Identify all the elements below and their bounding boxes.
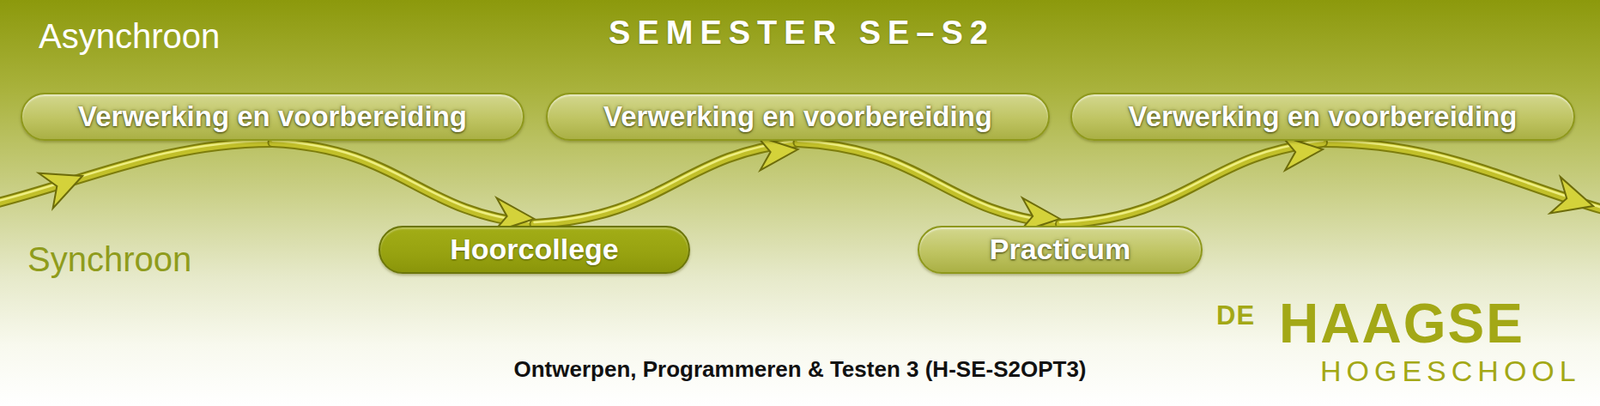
tube-outline — [1060, 142, 1323, 225]
exit-wave — [1322, 140, 1600, 225]
asynchronous-pill: Verwerking en voorbereiding — [20, 92, 525, 141]
asynchronous-pill: Verwerking en voorbereiding — [1070, 92, 1576, 141]
tube-highlight — [798, 140, 1061, 223]
tube-highlight — [0, 140, 273, 203]
tube-highlight — [272, 140, 535, 223]
tube-body — [1322, 142, 1600, 212]
arrow-head — [1550, 176, 1599, 225]
logo-text: HOGESCHOOL — [1320, 356, 1582, 386]
tube-highlight — [1060, 140, 1323, 223]
tube-body — [798, 142, 1061, 225]
pill-label: Verwerking en voorbereiding — [78, 101, 467, 133]
pill-label: Practicum — [989, 233, 1131, 266]
synchronous-pill: Hoorcollege — [378, 225, 691, 274]
pill-label: Verwerking en voorbereiding — [603, 101, 993, 133]
pill-label: Verwerking en voorbereiding — [1128, 101, 1518, 133]
lane-label: Asynchroon — [38, 18, 220, 54]
wave-connector — [1060, 132, 1325, 225]
lead-in-wave — [0, 140, 273, 209]
tube-body — [272, 142, 535, 225]
tube-outline — [534, 142, 799, 225]
arrow-head — [38, 158, 90, 209]
asynchronous-pill: Verwerking en voorbereiding — [545, 92, 1050, 141]
tube-outline — [798, 142, 1061, 225]
wave-connector — [534, 132, 800, 225]
wave-connector — [272, 140, 537, 237]
wave-connector — [798, 140, 1062, 237]
lane-label: Synchroon — [27, 242, 192, 277]
tube-body — [1060, 142, 1323, 225]
tube-highlight — [534, 140, 799, 223]
logo-text: HAAGSE — [1278, 296, 1525, 352]
tube-outline — [1322, 142, 1600, 212]
tube-body — [534, 142, 799, 225]
tube-outline — [272, 142, 535, 225]
slide-title: SEMESTER SE–S2 — [0, 16, 1600, 49]
pill-label: Hoorcollege — [449, 233, 619, 266]
asynchronous-pill: Practicum — [917, 225, 1203, 274]
tube-highlight — [1322, 140, 1600, 210]
logo-text: DE — [1216, 302, 1255, 329]
